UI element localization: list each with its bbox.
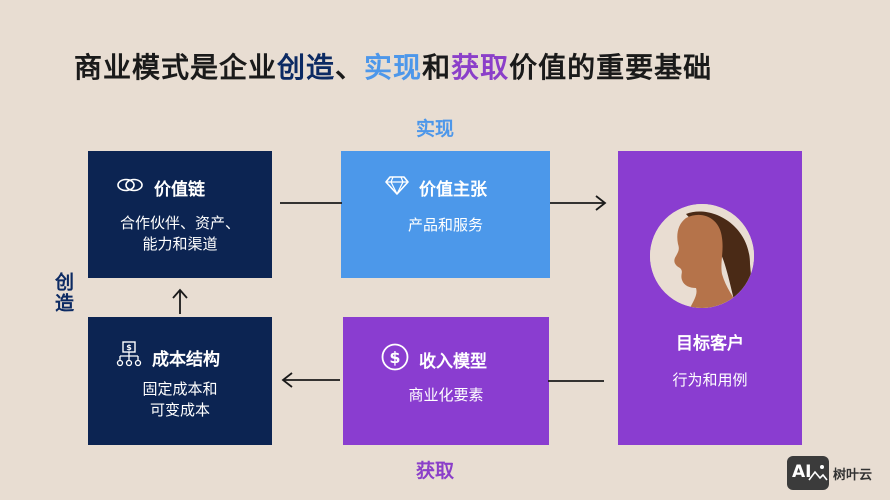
value-chain-header: 价值链 bbox=[116, 175, 205, 200]
label-capture: 获取 bbox=[416, 460, 455, 482]
value-proposition-title: 价值主张 bbox=[419, 180, 487, 200]
svg-text:$: $ bbox=[389, 348, 400, 367]
value-to-customer-arrow bbox=[550, 195, 607, 211]
title-create: 创造 bbox=[277, 51, 336, 84]
label-create: 创造 bbox=[52, 272, 74, 314]
brand-watermark: AI 树叶云 bbox=[787, 454, 883, 492]
value-chain-desc-line2: 能力和渠道 bbox=[142, 235, 218, 253]
revenue-model-box: $ 收入模型 商业化要素 bbox=[343, 317, 549, 445]
title-part2: 价值的重要基础 bbox=[509, 51, 713, 84]
title-sep: 、 bbox=[335, 51, 365, 84]
value-chain-title: 价值链 bbox=[154, 180, 205, 200]
revenue-model-desc: 商业化要素 bbox=[408, 386, 484, 404]
value-proposition-header: 价值主张 bbox=[385, 175, 487, 200]
customer-to-revenue-line bbox=[548, 380, 604, 382]
value-proposition-box: 价值主张 产品和服务 bbox=[341, 151, 550, 278]
svg-text:$: $ bbox=[126, 343, 132, 352]
brand-text: 树叶云 bbox=[833, 467, 873, 483]
cost-structure-desc: 固定成本和 可变成本 bbox=[88, 379, 272, 421]
person-avatar bbox=[650, 204, 754, 308]
cost-structure-header: $ 成本结构 bbox=[116, 341, 220, 374]
value-chain-desc-line1: 合作伙伴、资产、 bbox=[119, 214, 240, 232]
value-chain-desc: 合作伙伴、资产、 能力和渠道 bbox=[88, 213, 272, 255]
title-capture: 获取 bbox=[451, 51, 510, 84]
value-proposition-desc: 产品和服务 bbox=[407, 216, 483, 234]
revenue-to-cost-arrow bbox=[281, 372, 340, 388]
brand-logo-text: AI bbox=[792, 462, 812, 482]
chain-to-value-line bbox=[280, 202, 342, 204]
target-customer-title: 目标客户 bbox=[676, 334, 744, 354]
value-chain-box: 价值链 合作伙伴、资产、 能力和渠道 bbox=[88, 151, 272, 278]
cost-structure-desc-line1: 固定成本和 bbox=[142, 380, 218, 398]
revenue-model-header: $ 收入模型 bbox=[381, 343, 487, 376]
title-part1: 商业模式是企业 bbox=[74, 51, 278, 84]
title-and: 和 bbox=[422, 51, 452, 84]
label-realize: 实现 bbox=[416, 118, 455, 140]
dollar-circle-icon: $ bbox=[381, 343, 409, 376]
link-icon bbox=[116, 176, 144, 199]
page-title: 商业模式是企业创造、实现和获取价值的重要基础 bbox=[74, 46, 712, 86]
cost-structure-title: 成本结构 bbox=[152, 350, 220, 370]
target-customer-desc: 行为和用例 bbox=[672, 371, 748, 389]
diamond-icon bbox=[385, 175, 409, 200]
cost-structure-box: $ 成本结构 固定成本和 可变成本 bbox=[88, 317, 272, 445]
revenue-model-title: 收入模型 bbox=[419, 352, 487, 372]
title-realize: 实现 bbox=[364, 51, 423, 84]
cost-to-chain-arrow bbox=[172, 288, 188, 314]
target-customer-box: 目标客户 行为和用例 bbox=[618, 151, 802, 445]
cost-structure-desc-line2: 可变成本 bbox=[149, 401, 210, 419]
cost-tree-icon: $ bbox=[116, 341, 142, 374]
brand-logo: AI bbox=[787, 456, 829, 490]
